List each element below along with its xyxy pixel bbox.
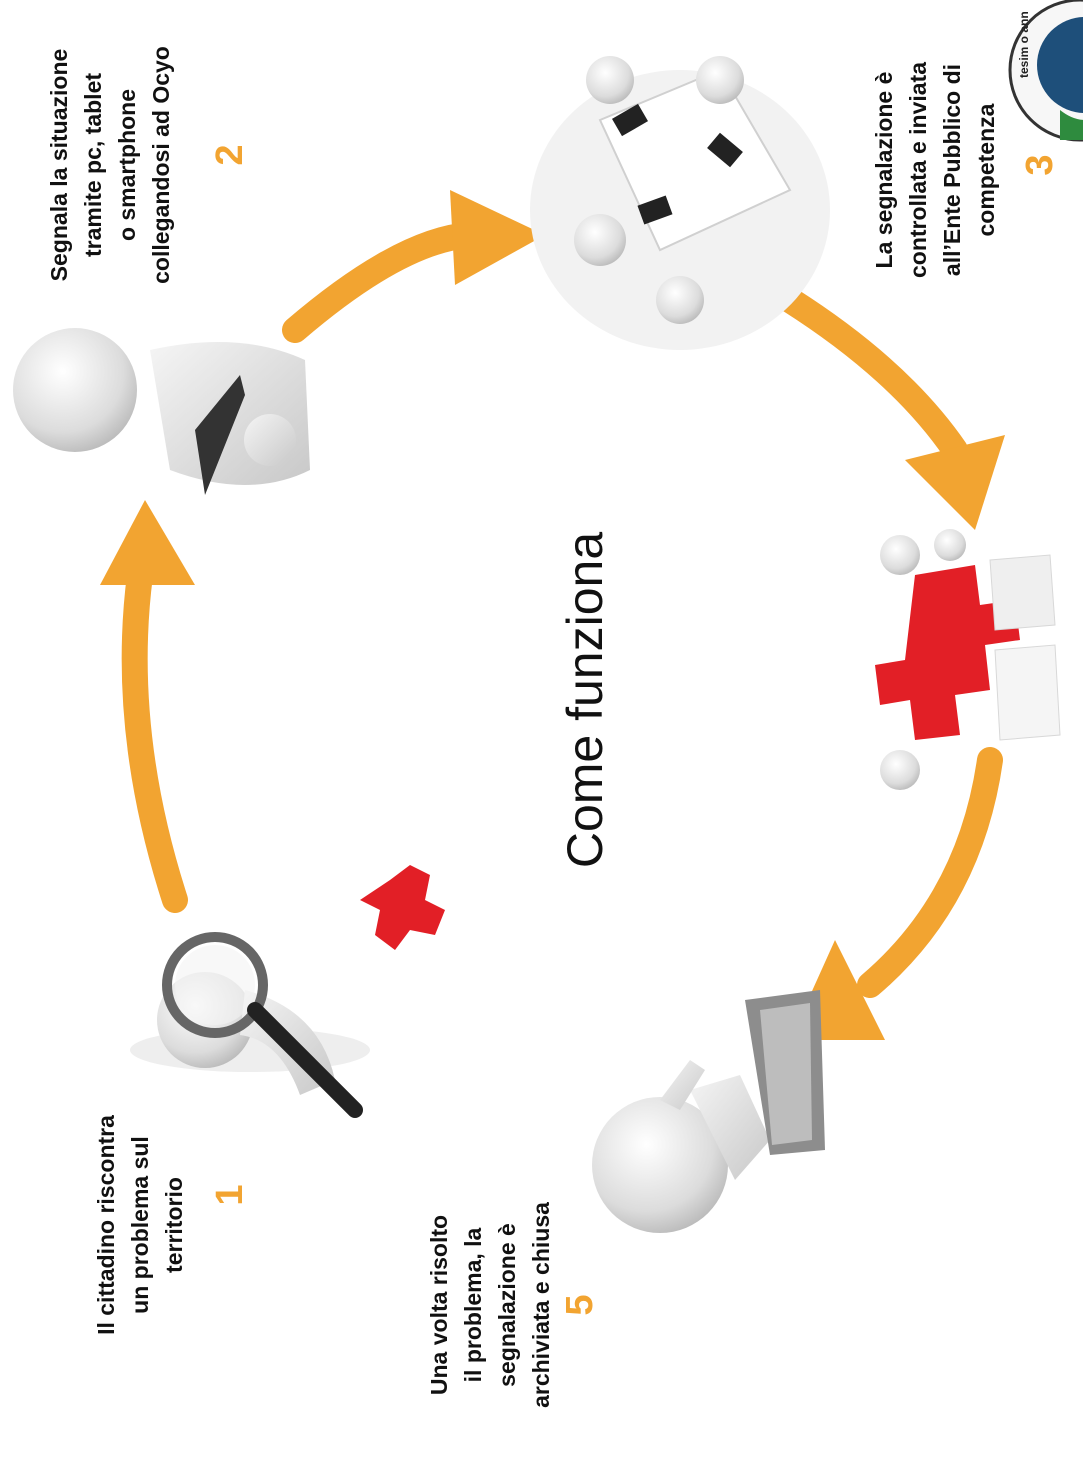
- figure-laptop-user: [592, 990, 825, 1233]
- arrow-step3-to-4: [777, 287, 1005, 530]
- cycle-graphics: [13, 56, 1061, 1233]
- step-1-description: Il cittadino riscontra un problema sul t…: [93, 1115, 187, 1335]
- figure-meeting-table: [530, 56, 830, 350]
- step-2: Segnala la situazione tramite pc, tablet…: [25, 0, 195, 335]
- figure-tablet-user: [13, 328, 310, 495]
- step-5-description: Una volta risolto il problema, la segnal…: [426, 1202, 554, 1408]
- logo-seal: tesim o ann: [1008, 0, 1083, 142]
- figure-search-problem: [130, 865, 445, 1118]
- diagram-canvas: Il cittadino riscontra un problema sul t…: [13, 0, 1083, 1408]
- step-1: Il cittadino riscontra un problema sul t…: [55, 1065, 225, 1385]
- step-3-description: La segnalazione è controllata e inviata …: [871, 62, 999, 279]
- step-2-number: 2: [209, 144, 251, 166]
- arrow-step1-to-2: [100, 500, 195, 913]
- step-1-number: 1: [209, 1184, 251, 1206]
- step-3-number: 3: [1019, 154, 1061, 176]
- arrow-step2-to-3: [282, 190, 545, 343]
- step-5-number: 5: [559, 1294, 601, 1316]
- logo-lettering: tesim o ann: [1017, 11, 1031, 78]
- diagram-title: Come funziona: [557, 531, 613, 869]
- step-3: La segnalazione è controllata e inviata …: [855, 5, 1015, 335]
- step-5: Una volta risolto il problema, la segnal…: [410, 1135, 570, 1475]
- step-2-description: Segnala la situazione tramite pc, tablet…: [46, 46, 174, 284]
- figure-puzzle-team: [875, 529, 1061, 790]
